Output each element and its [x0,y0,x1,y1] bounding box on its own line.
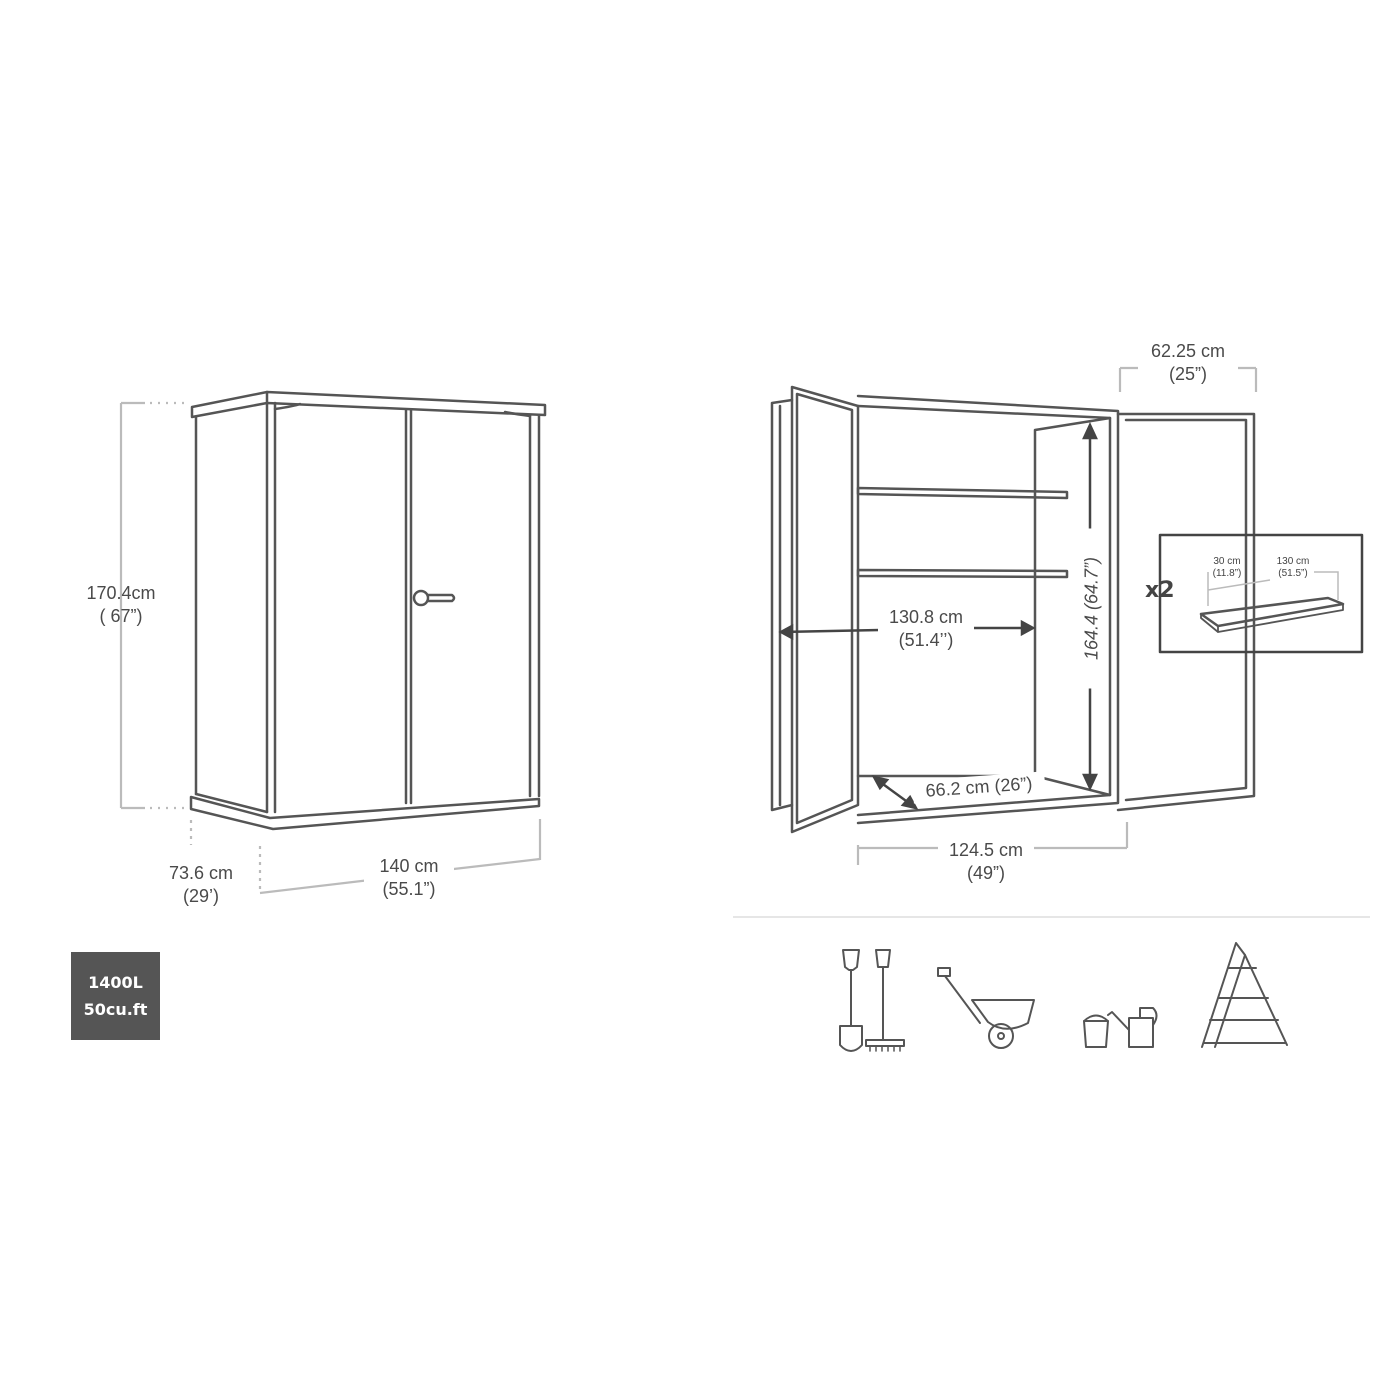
closed-depth-label: 73.6 cm (29’) [155,862,247,908]
shelf-depth-label: 30 cm (11.8”) [1205,556,1249,580]
door-width-cm: 62.25 cm [1150,341,1226,361]
closed-height-label: 170.4cm ( 67”) [70,582,172,628]
ladder-icon [1201,942,1288,1048]
interior-width-cm: 130.8 cm [888,607,964,627]
capacity-cubic-feet: 50cu.ft [83,1000,148,1019]
door-width-label: 62.25 cm (25”) [1138,340,1238,386]
interior-height-label: 164.4 (64.7”) [1080,528,1104,689]
shelf-length-label: 130 cm (51.5”) [1268,556,1318,580]
closed-cabinet [189,390,547,831]
closed-width-in: (55.1”) [382,879,436,899]
shelf-length-cm: 130 cm [1276,556,1310,567]
shelf-quantity: x2 [1145,578,1175,603]
base-width-in: (49”) [966,863,1005,883]
bucket-watering-can-icon [1083,1007,1158,1048]
base-width-cm: 124.5 cm [948,840,1024,860]
closed-width-cm: 140 cm [379,856,439,876]
door-width-in: (25”) [1168,364,1207,384]
interior-width-in: (51.4’’) [898,630,954,650]
closed-depth-in: (29’) [182,886,219,906]
shelf-depth-cm: 30 cm [1213,556,1241,567]
shelf-inset [1158,533,1364,654]
closed-width-label: 140 cm (55.1”) [364,855,454,901]
interior-width-label: 130.8 cm (51.4’’) [878,606,974,652]
shovel-rake-icon [839,949,905,1052]
closed-height-cm: 170.4cm [86,583,156,603]
capacity-badge: 1400L 50cu.ft [71,952,160,1040]
shelf-depth-in: (11.8”) [1212,568,1242,579]
closed-depth-cm: 73.6 cm [168,863,234,883]
closed-height-in: ( 67”) [99,606,143,626]
arrow-lines [778,422,1098,810]
open-cabinet [770,385,1256,834]
capacity-liters: 1400L [88,973,143,992]
dimension-lines [119,366,1339,895]
base-width-label: 124.5 cm (49”) [938,839,1034,885]
shelf-length-in: (51.5”) [1278,568,1308,579]
wheelbarrow-icon [937,967,1035,1049]
